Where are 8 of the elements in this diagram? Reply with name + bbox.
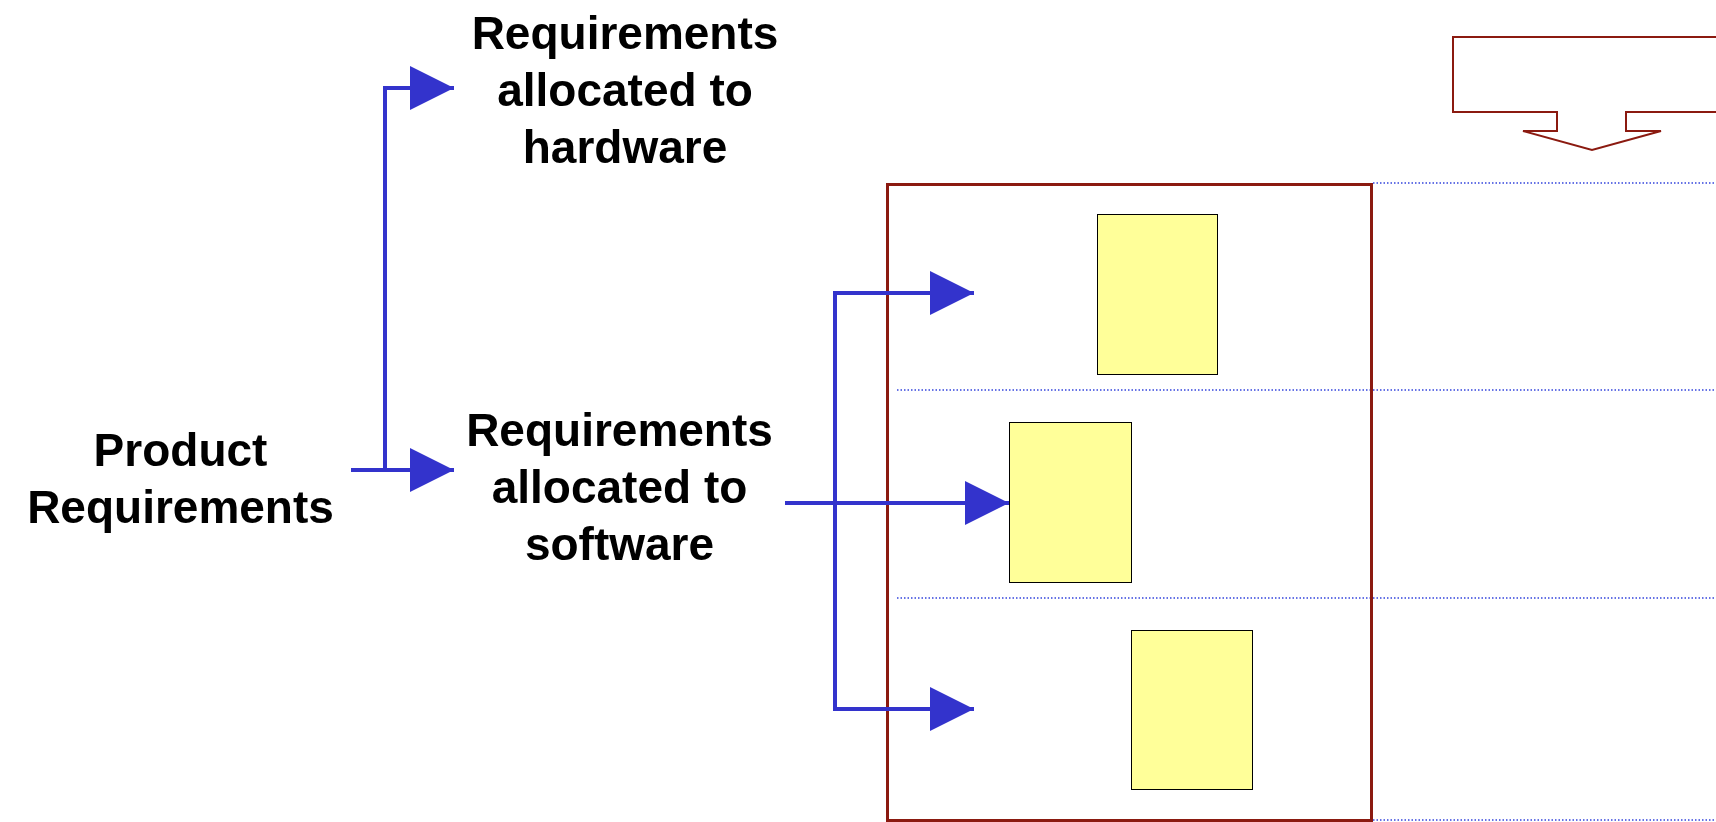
node-label: Product Requirements bbox=[26, 423, 335, 535]
node-label: Requirements allocated to hardware bbox=[470, 6, 780, 175]
node-label: Requirements allocated to software bbox=[465, 403, 774, 572]
arrow bbox=[785, 501, 974, 731]
sticky-note bbox=[1009, 422, 1132, 583]
frame-box bbox=[886, 183, 1373, 822]
sticky-note bbox=[1131, 630, 1253, 790]
sticky-note bbox=[1097, 214, 1218, 375]
